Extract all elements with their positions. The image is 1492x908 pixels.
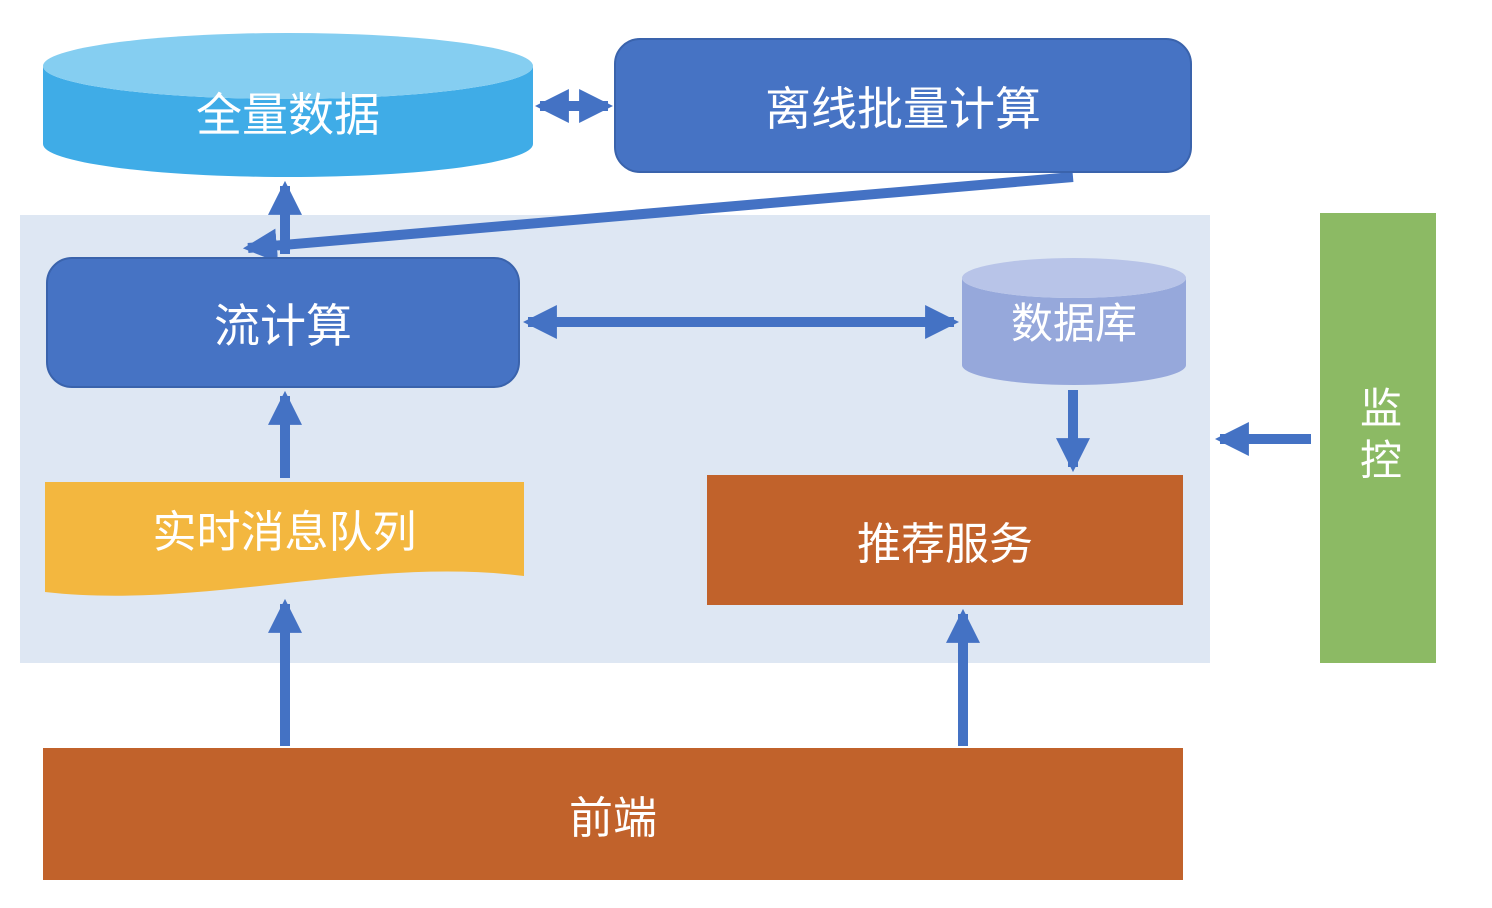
node-stream-compute[interactable]: 流计算 — [46, 257, 520, 388]
node-stream-compute-label: 流计算 — [214, 299, 352, 352]
database-cylinder[interactable] — [962, 258, 1186, 385]
node-database-label: 数据库 — [1010, 299, 1137, 347]
realtime-queue-shape[interactable] — [45, 482, 524, 596]
node-realtime-queue-label: 实时消息队列 — [152, 508, 417, 557]
node-full-data-label: 全量数据 — [196, 89, 380, 141]
node-frontend-label: 前端 — [569, 794, 657, 843]
full-data-cylinder[interactable] — [43, 33, 533, 177]
node-offline-batch[interactable]: 离线批量计算 — [614, 38, 1192, 173]
node-monitor-label: 监控 — [1354, 386, 1402, 490]
node-recommend-service[interactable]: 推荐服务 — [707, 475, 1183, 605]
node-offline-batch-label: 离线批量计算 — [765, 82, 1041, 135]
node-monitor[interactable]: 监控 — [1320, 213, 1436, 663]
node-frontend[interactable]: 前端 — [43, 748, 1183, 880]
node-recommend-service-label: 推荐服务 — [857, 520, 1033, 569]
arrow-offline-to-database — [242, 172, 1074, 263]
